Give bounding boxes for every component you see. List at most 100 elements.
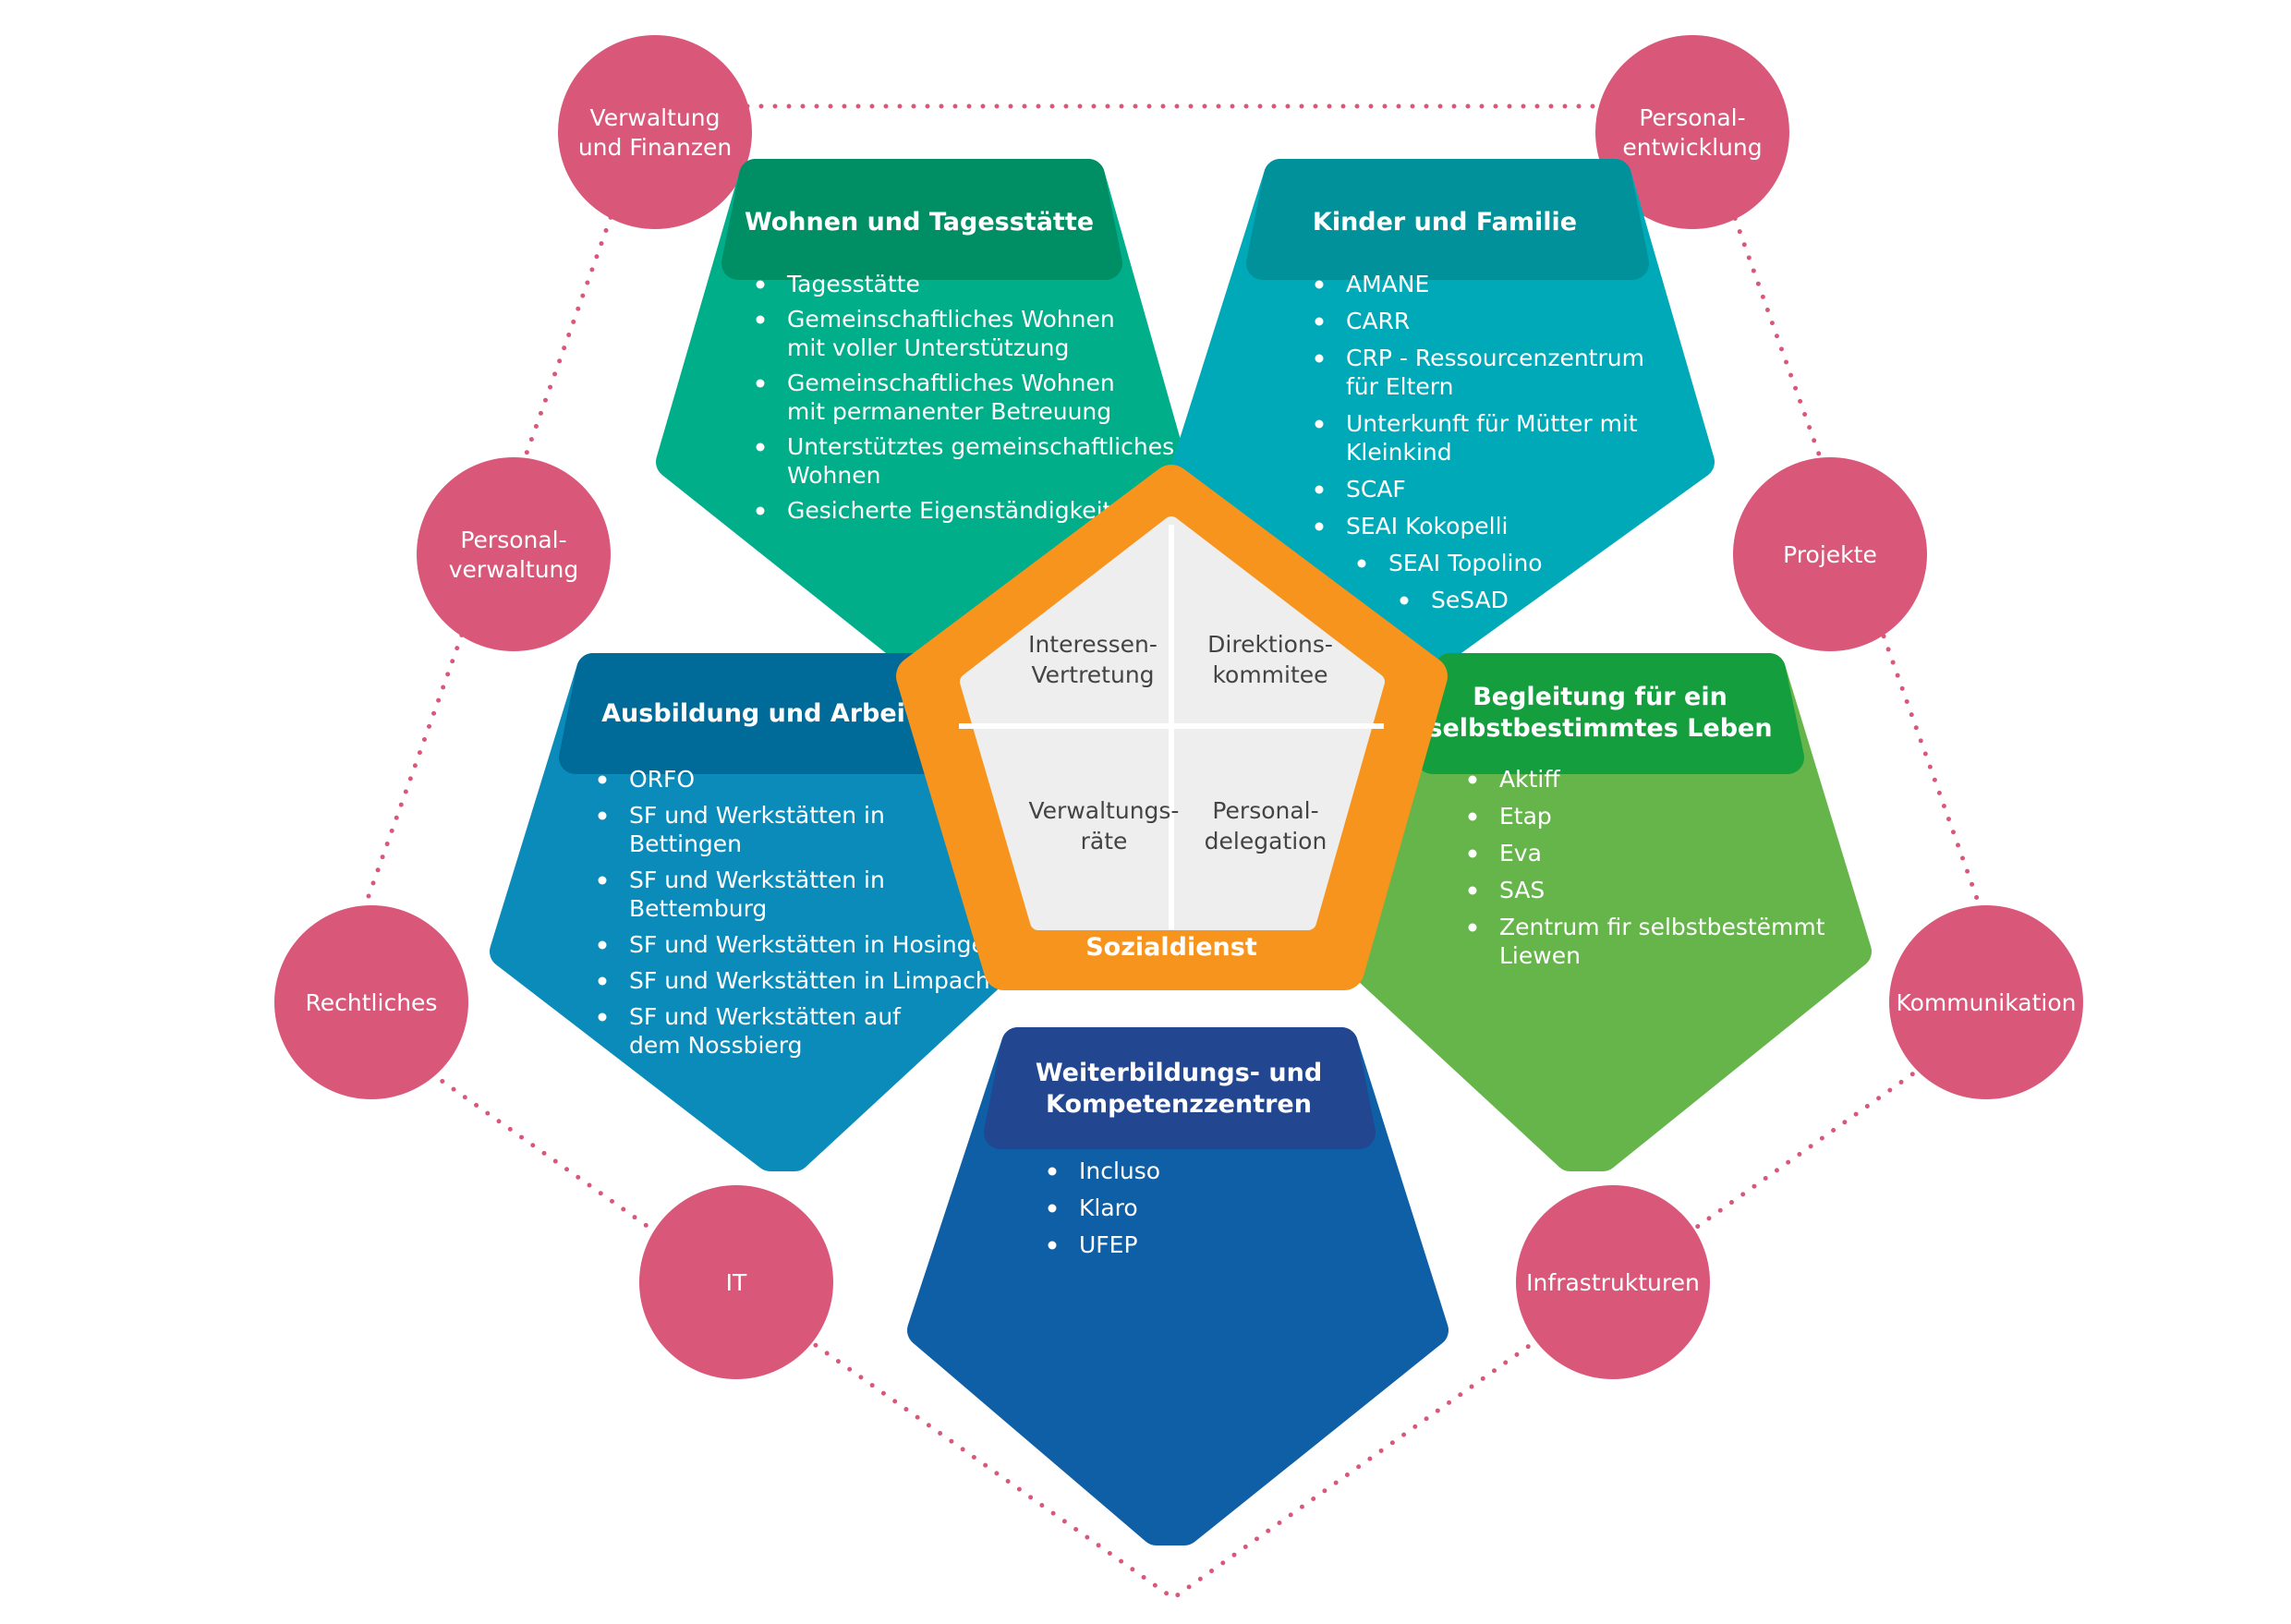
box-wohnen-item: mit permanenter Betreuung <box>787 398 1111 425</box>
box-wohnen-item: Gemeinschaftliches Wohnen <box>787 370 1115 396</box>
box-begleitung-item: SAS <box>1499 877 1545 903</box>
box-weiterbildung-header <box>984 1027 1376 1149</box>
box-begleitung-item: Etap <box>1499 803 1552 830</box>
circle-infrastrukturen: Infrastrukturen <box>1516 1185 1710 1379</box>
box-ausbildung-item: SF und Werkstätten in Hosingen <box>629 931 1000 958</box>
box-begleitung-item: Eva <box>1499 840 1542 867</box>
box-kinder-header <box>1246 159 1649 280</box>
dotted-frame-line <box>328 103 2017 1602</box>
circle-personalverwaltung-label: verwaltung <box>449 556 579 583</box>
bullet-icon <box>598 775 607 784</box>
circle-personalentwicklung-shape <box>1595 35 1789 229</box>
bullet-icon <box>1048 1167 1057 1176</box>
box-begleitung-item: Aktiff <box>1499 766 1560 793</box>
box-begleitung-item: Zentrum fir selbstbestëmmt <box>1499 914 1825 940</box>
core-pentagon: Interessen-VertretungDirektions-kommitee… <box>896 465 1448 990</box>
box-wohnen-title: Wohnen und Tagesstätte <box>745 208 1094 236</box>
bullet-icon <box>1315 419 1324 429</box>
box-weiterbildung-item: Klaro <box>1079 1194 1138 1221</box>
circle-it-shape <box>639 1185 833 1379</box>
bullet-icon <box>1315 317 1324 326</box>
bullet-icon <box>1315 485 1324 494</box>
box-ausbildung-item: SF und Werkstätten in <box>629 867 885 893</box>
box-begleitung-title: Begleitung für ein <box>1473 683 1727 711</box>
circle-kommunikation-shape <box>1889 905 2083 1099</box>
bullet-icon <box>756 442 765 452</box>
bullet-icon <box>598 876 607 885</box>
box-kinder-item: CRP - Ressourcenzentrum <box>1346 345 1644 371</box>
circle-personalverwaltung-shape <box>417 457 611 651</box>
circle-personalentwicklung-label: Personal- <box>1639 104 1745 131</box>
bullet-icon <box>1048 1204 1057 1213</box>
circle-verwaltung-finanzen-label: und Finanzen <box>578 134 732 161</box>
box-kinder-title: Kinder und Familie <box>1313 208 1577 236</box>
box-ausbildung-item: SF und Werkstätten auf <box>629 1003 902 1030</box>
box-ausbildung-title: Ausbildung und Arbeit <box>601 699 917 728</box>
core-interessenvertretung-label: Interessen- <box>1028 631 1158 658</box>
core-verwaltungsraete-label: Verwaltungs- <box>1029 797 1180 824</box>
core-verwaltungsraete-label: räte <box>1081 828 1128 854</box>
circle-verwaltung-finanzen-shape <box>558 35 752 229</box>
box-ausbildung-item: Bettingen <box>629 830 742 857</box>
box-ausbildung-item: SF und Werkstätten in <box>629 802 885 829</box>
bullet-icon <box>756 315 765 324</box>
circle-personalverwaltung: Personal-verwaltung <box>417 457 611 651</box>
box-kinder-item: SEAI Topolino <box>1388 550 1543 576</box>
box-kinder-item: CARR <box>1346 308 1410 334</box>
bullet-icon <box>598 940 607 950</box>
bullet-icon <box>1400 596 1409 605</box>
circle-personalentwicklung-label: entwicklung <box>1622 134 1762 161</box>
bullet-icon <box>1468 886 1477 895</box>
box-weiterbildung-title: Kompetenzzentren <box>1046 1090 1312 1119</box>
bullet-icon <box>1357 559 1366 568</box>
box-wohnen-item: Unterstütztes gemeinschaftliches <box>787 433 1174 460</box>
box-kinder-item: für Eltern <box>1346 373 1453 400</box>
circle-personalverwaltung-label: Personal- <box>460 527 566 553</box>
box-wohnen-item: mit voller Unterstützung <box>787 334 1069 361</box>
core-interessenvertretung-label: Vertretung <box>1031 661 1154 688</box>
bullet-icon <box>756 379 765 388</box>
box-weiterbildung-item: Incluso <box>1079 1157 1160 1184</box>
box-ausbildung-item: ORFO <box>629 766 695 793</box>
bullet-icon <box>1315 522 1324 531</box>
bullet-icon <box>1315 280 1324 289</box>
box-kinder-item: AMANE <box>1346 271 1429 297</box>
box-wohnen-header <box>721 159 1122 280</box>
box-kinder-item: Unterkunft für Mütter mit <box>1346 410 1638 437</box>
box-wohnen-item: Gesicherte Eigenständigkeit <box>787 497 1112 524</box>
box-kinder-item: SCAF <box>1346 476 1406 503</box>
circle-rechtliches-shape <box>274 905 468 1099</box>
circle-kommunikation-label: Kommunikation <box>1896 989 2076 1016</box>
bullet-icon <box>1468 775 1477 784</box>
box-ausbildung-item: Bettemburg <box>629 895 767 922</box>
circle-projekte-label: Projekte <box>1783 541 1877 568</box>
bullet-icon <box>1468 923 1477 932</box>
circle-projekte-shape <box>1733 457 1927 651</box>
box-kinder-item: Kleinkind <box>1346 439 1452 466</box>
box-weiterbildung-item: UFEP <box>1079 1231 1138 1258</box>
core-personaldelegation-label: delegation <box>1205 828 1327 854</box>
box-kinder-item: SeSAD <box>1431 587 1509 613</box>
circle-infrastrukturen-shape <box>1516 1185 1710 1379</box>
circle-infrastrukturen-label: Infrastrukturen <box>1526 1269 1700 1296</box>
bullet-icon <box>1315 354 1324 363</box>
box-wohnen-item: Tagesstätte <box>786 271 920 297</box>
core-direktionskommitee-label: kommitee <box>1212 661 1327 688</box>
box-ausbildung-item: dem Nossbierg <box>629 1032 803 1059</box>
box-weiterbildung-title: Weiterbildungs- und <box>1036 1059 1322 1087</box>
bullet-icon <box>1468 849 1477 858</box>
box-begleitung-header <box>1416 653 1804 774</box>
box-begleitung-item: Liewen <box>1499 942 1581 969</box>
department-boxes: Wohnen und TagesstätteTagesstätteGemeins… <box>490 159 1872 1545</box>
bullet-icon <box>598 1012 607 1022</box>
bullet-icon <box>756 280 765 289</box>
circle-kommunikation: Kommunikation <box>1889 905 2083 1099</box>
bullet-icon <box>598 811 607 820</box>
box-ausbildung-item: SF und Werkstätten in Limpach <box>629 967 990 994</box>
box-kinder-item: SEAI Kokopelli <box>1346 513 1509 539</box>
box-wohnen-item: Wohnen <box>787 462 880 489</box>
